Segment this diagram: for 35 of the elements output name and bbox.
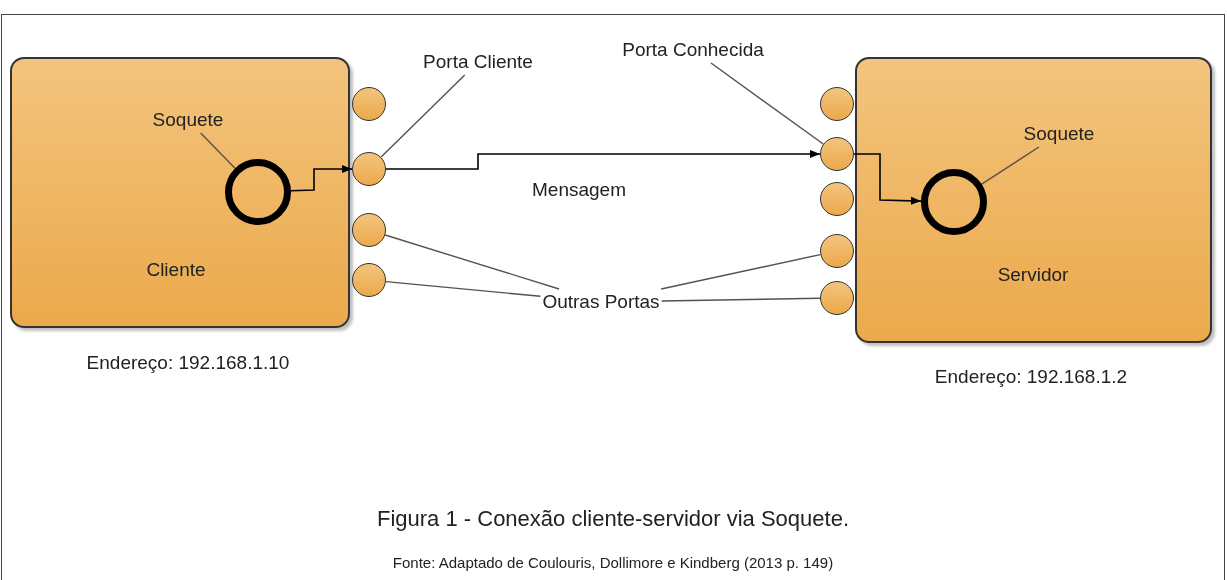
client-box: [10, 57, 350, 328]
leader-line: [380, 74, 466, 158]
box-label: Cliente: [146, 259, 206, 281]
socket-circle: [225, 159, 291, 225]
leader-line: [981, 146, 1040, 185]
port-circle: [820, 182, 854, 216]
box-label: Servidor: [997, 264, 1069, 286]
port-circle: [352, 152, 386, 186]
port-circle: [352, 87, 386, 121]
leader-line: [710, 62, 824, 145]
leader-line: [385, 280, 542, 297]
source-note: Fonte: Adaptado de Coulouris, Dollimore e Kindberg (2013 p. 149): [392, 553, 834, 571]
address-label: Endereço: 192.168.1.2: [934, 366, 1128, 388]
address-label: Endereço: 192.168.1.10: [86, 352, 290, 374]
arrow: [853, 153, 922, 205]
leader-line: [199, 132, 236, 170]
ports-label: Outras Portas: [542, 291, 660, 313]
figure-caption: Figura 1 - Conexão cliente-servidor via Soquete.: [377, 506, 849, 532]
socket-label: Soquete: [1023, 123, 1095, 145]
port-label: Porta Conhecida: [622, 39, 764, 61]
port-circle: [820, 281, 854, 315]
socket-circle: [921, 169, 987, 235]
arrow: [290, 165, 353, 192]
port-label: Porta Cliente: [423, 51, 533, 73]
port-circle: [820, 87, 854, 121]
server-box: [855, 57, 1212, 343]
port-circle: [352, 213, 386, 247]
leader-line: [660, 253, 822, 290]
port-circle: [820, 234, 854, 268]
port-circle: [820, 137, 854, 171]
leader-line: [660, 297, 821, 302]
leader-line: [384, 234, 560, 290]
arrow: [385, 150, 821, 170]
socket-label: Soquete: [152, 109, 224, 131]
port-circle: [352, 263, 386, 297]
